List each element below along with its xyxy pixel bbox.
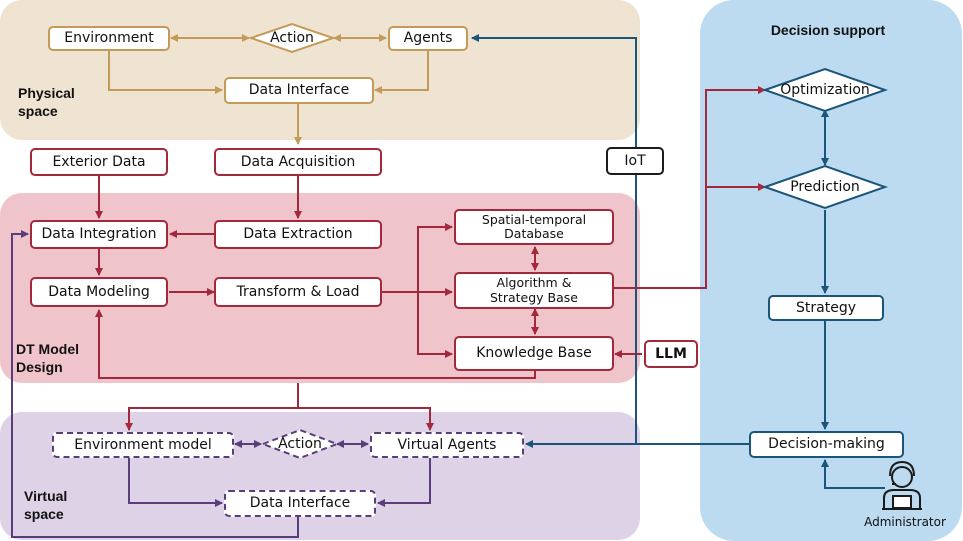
strategy-box: Strategy [768,295,884,321]
data-interface-physical-box: Data Interface [224,77,374,104]
action-label-virtual: Action [278,436,322,452]
algorithm-strategy-base-box: Algorithm & Strategy Base [454,272,614,309]
llm-box: LLM [644,340,698,368]
physical-space-label: Physical space [18,85,75,119]
physical-space-panel [0,0,640,140]
optimization-diamond [761,67,889,113]
virtual-agents-box: Virtual Agents [370,432,524,458]
iot-box: IoT [606,147,664,175]
decision-making-box: Decision-making [749,431,904,458]
data-interface-virtual-box: Data Interface [224,490,376,517]
data-extraction-box: Data Extraction [214,220,382,249]
environment-box: Environment [48,26,170,51]
prediction-diamond [761,164,889,210]
administrator-icon [882,460,922,510]
optimization-label: Optimization [780,82,870,98]
dt-model-label: DT Model Design [16,341,79,375]
exterior-data-box: Exterior Data [30,148,168,176]
administrator-label: Administrator [864,515,946,529]
data-modeling-box: Data Modeling [30,277,168,307]
action-diamond-physical [247,22,337,54]
agents-box: Agents [388,26,468,51]
spatial-temporal-database-box: Spatial-temporal Database [454,209,614,245]
data-integration-box: Data Integration [30,220,168,249]
action-diamond-virtual [260,428,340,460]
knowledge-base-box: Knowledge Base [454,336,614,371]
data-acquisition-box: Data Acquisition [214,148,382,176]
virtual-space-label: Virtual space [24,488,68,522]
prediction-label: Prediction [790,179,860,195]
decision-support-label: Decision support [770,22,886,38]
transform-load-box: Transform & Load [214,277,382,307]
action-label-physical: Action [270,30,314,46]
environment-model-box: Environment model [52,432,234,458]
